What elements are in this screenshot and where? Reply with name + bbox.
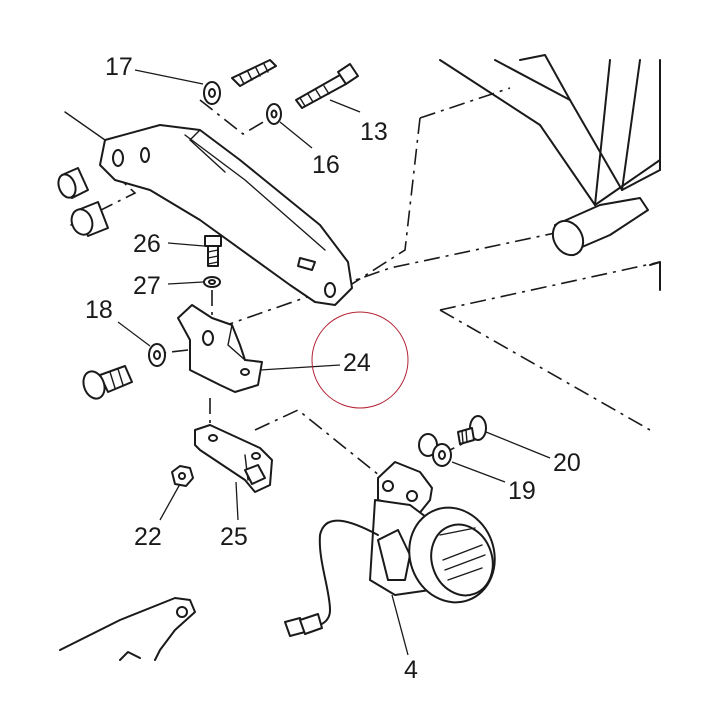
frame-tube-end — [551, 219, 585, 257]
callout-16: 16 — [312, 151, 340, 179]
part-25-lower-bracket — [194, 424, 273, 493]
lamp-lens — [430, 523, 494, 597]
callout-26: 26 — [133, 230, 161, 258]
callout-labels: 17 13 16 26 27 18 24 20 19 22 25 4 — [85, 53, 581, 684]
part-16-washer — [266, 103, 282, 125]
part-20-screw — [457, 415, 487, 445]
callout-19: 19 — [508, 477, 536, 505]
part-25-nut — [244, 464, 266, 485]
part-27-washer — [203, 276, 221, 288]
frame-tubes — [439, 54, 661, 291]
callout-18: 18 — [85, 296, 113, 324]
callout-25: 25 — [220, 523, 248, 551]
part-22-nut — [171, 465, 194, 487]
part-19-grommet — [418, 433, 452, 467]
bracket-hole — [140, 147, 150, 163]
highlight-circle — [311, 311, 409, 409]
main-bracket — [64, 111, 353, 306]
part-13-long-bolt — [295, 63, 359, 109]
part-26-small-bolt — [204, 235, 222, 267]
lower-frame-piece — [59, 597, 196, 661]
callout-22: 22 — [134, 523, 162, 551]
callout-24: 24 — [343, 349, 371, 377]
part-18-bolt — [82, 343, 166, 400]
part-17-bolt — [203, 59, 277, 105]
callout-17: 17 — [105, 53, 133, 81]
rubber-bushes — [57, 167, 109, 237]
leader-lines — [117, 69, 551, 656]
bracket-hole — [324, 282, 336, 298]
callout-13: 13 — [360, 118, 388, 146]
bracket-hole — [112, 149, 124, 167]
callout-27: 27 — [133, 272, 161, 300]
part-24-angle-bracket — [177, 304, 263, 393]
callout-4: 4 — [404, 656, 418, 684]
callout-20: 20 — [553, 449, 581, 477]
part-4-lamp-assembly — [284, 461, 496, 637]
